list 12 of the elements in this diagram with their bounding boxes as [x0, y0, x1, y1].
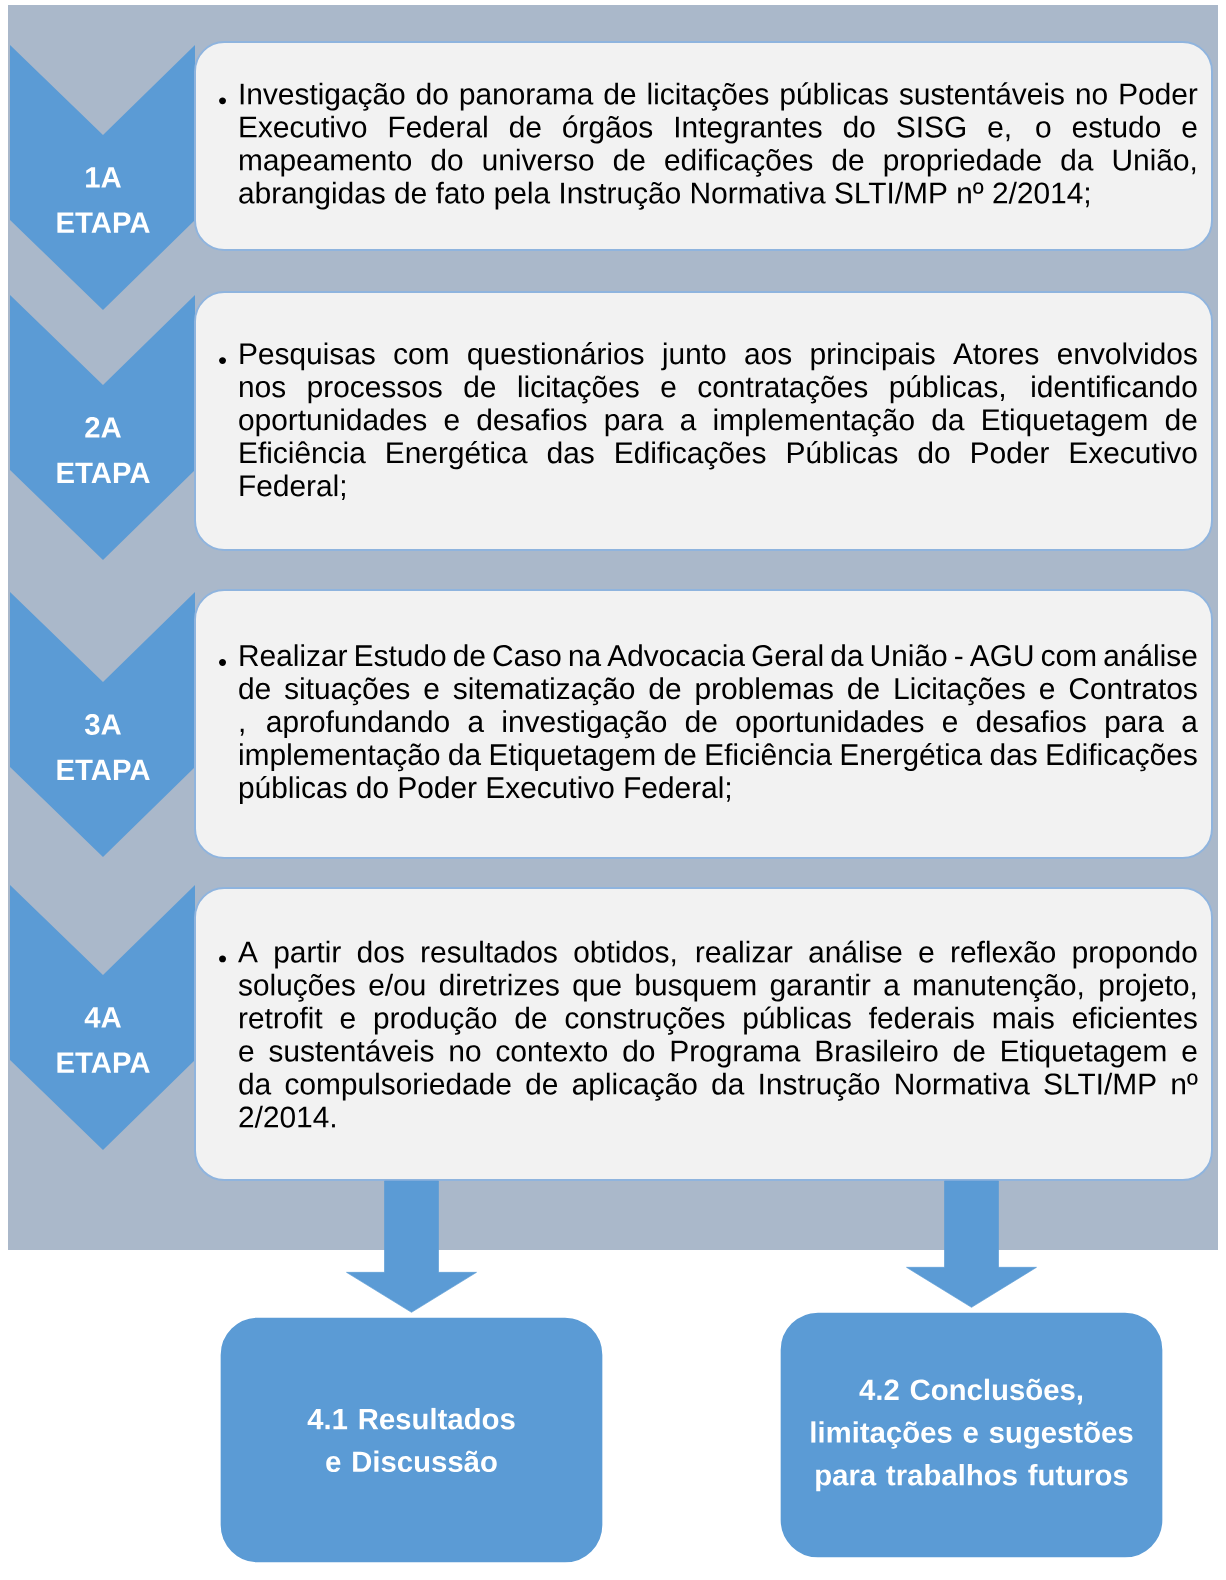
step-box: Investigação do panorama de licitações públicas sustentáveis no Poder Executivo Federal de órgãos Integrantes do SISG e, o estudo e mapeamento do universo de edificações de propriedade da União, abrangidas de fato pela Instrução Normativa SLTI/MP nº 2/2014; [194, 41, 1213, 251]
step-banner: 2A ETAPA [10, 295, 195, 560]
step-box: Pesquisas com questionários junto aos principais Atores envolvidos nos processos de licitações e contratações públicas, identificando oportunidades e desafios para a implementação da Etiquetagem de Eficiência Energética das Edificações Públicas do Poder Executivo Federal; [194, 291, 1213, 551]
block-arrow [346, 1180, 477, 1313]
result-box: 4.2 Conclusões, limitações e sugestões para trabalhos futuros [775, 1307, 1168, 1563]
block-arrow [906, 1180, 1037, 1308]
result-box: 4.1 Resultados e Discussão [215, 1312, 608, 1568]
step-box: A partir dos resultados obtidos, realizar análise e reflexão propondo soluções e/ou diretrizes que busquem garantir a manutenção, projeto, retrofit e produção de construções públicas federais mais eficientes e sustentáveis no contexto do Programa Brasileiro de Etiquetagem e da compulsoriedade de aplicação da Instrução Normativa SLTI/MP nº 2/2014. [194, 887, 1213, 1181]
step-banner: 4A ETAPA [10, 885, 195, 1150]
step-box: Realizar Estudo de Caso na Advocacia Geral da União - AGU com análise de situações e sitematização de problemas de Licitações e Contratos , aprofundando a investigação de oportunidades e desafios para a implementação da Etiquetagem de Eficiência Energética das Edificações públicas do Poder Executivo Federal; [194, 589, 1213, 859]
step-banner: 3A ETAPA [10, 592, 195, 857]
step-banner: 1A ETAPA [10, 45, 195, 310]
